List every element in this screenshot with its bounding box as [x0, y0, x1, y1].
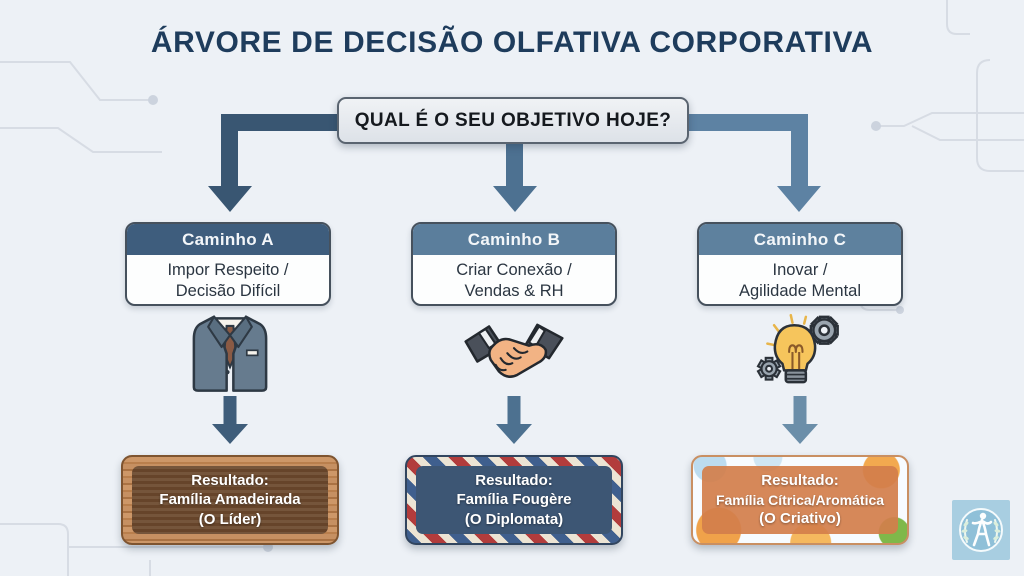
arrow-to-path-b: [493, 144, 537, 212]
result-card-b: Resultado: Família Fougère (O Diplomata): [405, 455, 623, 545]
result-b-panel: Resultado: Família Fougère (O Diplomata): [416, 466, 612, 534]
arrow-icon-to-result-a: [212, 396, 248, 444]
result-a-heading: Resultado:: [191, 471, 269, 489]
path-card-c: Caminho C Inovar / Agilidade Mental: [697, 222, 903, 306]
result-card-c: Resultado: Família Cítrica/Aromática (O …: [691, 455, 909, 545]
path-a-header: Caminho A: [127, 224, 329, 255]
handshake-icon: [464, 318, 564, 390]
path-card-b: Caminho B Criar Conexão / Vendas & RH: [411, 222, 617, 306]
result-c-panel: Resultado: Família Cítrica/Aromática (O …: [702, 466, 898, 534]
result-c-heading: Resultado:: [761, 472, 839, 490]
result-a-family: Família Amadeirada: [159, 491, 301, 509]
arrow-to-path-a: [208, 114, 340, 212]
result-a-persona: (O Líder): [198, 510, 262, 528]
question-box: QUAL É O SEU OBJETIVO HOJE?: [337, 97, 689, 144]
lightbulb-gears-icon: [754, 310, 846, 394]
result-card-a: Resultado: Família Amadeirada (O Líder): [121, 455, 339, 545]
path-b-header: Caminho B: [413, 224, 615, 255]
arrow-icon-to-result-c: [782, 396, 818, 444]
arrow-icon-to-result-b: [496, 396, 532, 444]
question-text: QUAL É O SEU OBJETIVO HOJE?: [354, 109, 672, 131]
gear-large: [809, 315, 839, 345]
result-b-heading: Resultado:: [475, 471, 553, 489]
wellness-figure-emblem-logo: [952, 500, 1010, 560]
path-c-header: Caminho C: [699, 224, 901, 255]
arrow-to-path-c: [688, 114, 821, 212]
result-c-family: Família Cítrica/Aromática: [715, 491, 885, 508]
page-title: ÁRVORE DE DECISÃO OLFATIVA CORPORATIVA: [150, 26, 874, 59]
business-suit-icon: [188, 310, 272, 394]
path-a-description: Impor Respeito / Decisão Difícil: [167, 260, 289, 300]
result-b-persona: (O Diplomata): [464, 510, 564, 528]
path-card-a: Caminho A Impor Respeito / Decisão Difíc…: [125, 222, 331, 306]
result-c-persona: (O Criativo): [759, 510, 841, 528]
result-a-panel: Resultado: Família Amadeirada (O Líder): [132, 466, 328, 534]
gear-small: [756, 356, 782, 381]
result-b-family: Família Fougère: [456, 491, 572, 509]
path-c-description: Inovar / Agilidade Mental: [739, 260, 861, 300]
path-b-description: Criar Conexão / Vendas & RH: [456, 260, 572, 300]
